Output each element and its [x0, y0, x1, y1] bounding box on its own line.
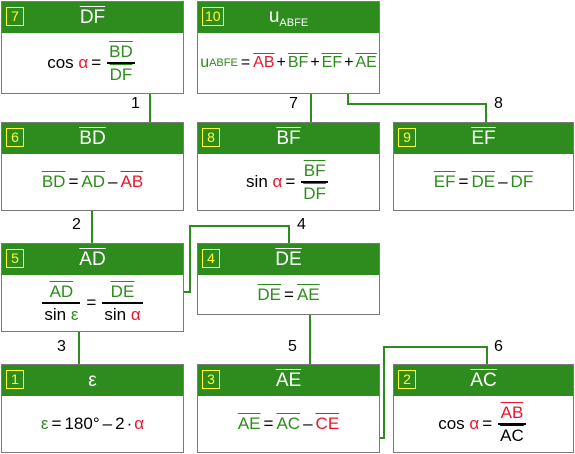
formula: DE = AE	[257, 284, 320, 304]
box-title: AD	[79, 248, 106, 270]
box-title: DF	[79, 6, 106, 28]
box-8: 8 BF sin α = BF DF	[197, 122, 380, 211]
box-header: 4 DE	[198, 244, 379, 275]
step-badge: 6	[6, 128, 24, 147]
box-title: BF	[276, 127, 301, 149]
box-title: DE	[275, 248, 302, 270]
formula: ε = 180° – 2 · α	[40, 414, 145, 433]
box-header: 5 AD	[2, 244, 183, 275]
edge-label-6: 6	[494, 338, 503, 355]
box-title: AE	[275, 369, 302, 391]
box-header: 6 BD	[2, 123, 183, 154]
fraction: BD DF	[107, 42, 135, 84]
formula: cos α = AB AC	[438, 403, 526, 445]
fraction: AB AC	[498, 403, 526, 445]
step-badge: 1	[6, 370, 24, 389]
step-badge: 8	[202, 128, 220, 147]
box-title: EF	[471, 127, 496, 149]
box-6: 6 BD BD = AD – AB	[1, 122, 184, 211]
step-badge: 4	[202, 249, 220, 268]
edge-label-5: 5	[288, 338, 297, 355]
formula: BD = AD – AB	[41, 172, 144, 191]
step-badge: 10	[202, 7, 224, 26]
box-1: 1 ε ε = 180° – 2 · α	[1, 364, 184, 453]
edge-label-1: 1	[131, 95, 140, 112]
box-header: 3 AE	[198, 365, 379, 396]
box-4: 4 DE DE = AE	[197, 243, 380, 315]
box-header: 8 BF	[198, 123, 379, 154]
edge-label-7: 7	[289, 95, 298, 112]
box-header: 1 ε	[2, 365, 183, 396]
box-header: 9 EF	[394, 123, 573, 154]
box-3: 3 AE AE = AC – CE	[197, 364, 380, 453]
box-7: 7 DF cos α = BD DF	[1, 1, 184, 94]
box-header: 10 uABFE	[198, 2, 379, 33]
box-title: uABFE	[268, 6, 309, 29]
box-header: 7 DF	[2, 2, 183, 33]
step-badge: 2	[398, 370, 416, 389]
box-header: 2 AC	[394, 365, 573, 396]
edge-label-8: 8	[494, 95, 503, 112]
formula: EF = DE – DF	[433, 172, 534, 191]
box-title: AC	[470, 369, 497, 391]
edge-label-4: 4	[297, 216, 306, 233]
box-title: BD	[79, 127, 106, 149]
edge-label-3: 3	[57, 338, 66, 355]
formula: sin α = BF DF	[246, 161, 328, 203]
edge-label-2: 2	[72, 216, 81, 233]
step-badge: 7	[6, 7, 24, 26]
box-title: ε	[88, 369, 97, 391]
formula: AD sin ε = DE sin α	[42, 282, 143, 324]
step-badge: 3	[202, 370, 220, 389]
formula: AE = AC – CE	[237, 414, 340, 433]
fraction: AD sin ε	[42, 282, 81, 324]
box-5: 5 AD AD sin ε = DE sin α	[1, 243, 184, 332]
fraction: DE sin α	[102, 282, 143, 324]
step-badge: 9	[398, 128, 416, 147]
step-badge: 5	[6, 249, 24, 268]
box-9: 9 EF EF = DE – DF	[393, 122, 574, 211]
box-2: 2 AC cos α = AB AC	[393, 364, 574, 453]
formula: cos α = BD DF	[47, 42, 135, 84]
fraction: BF DF	[301, 161, 328, 203]
